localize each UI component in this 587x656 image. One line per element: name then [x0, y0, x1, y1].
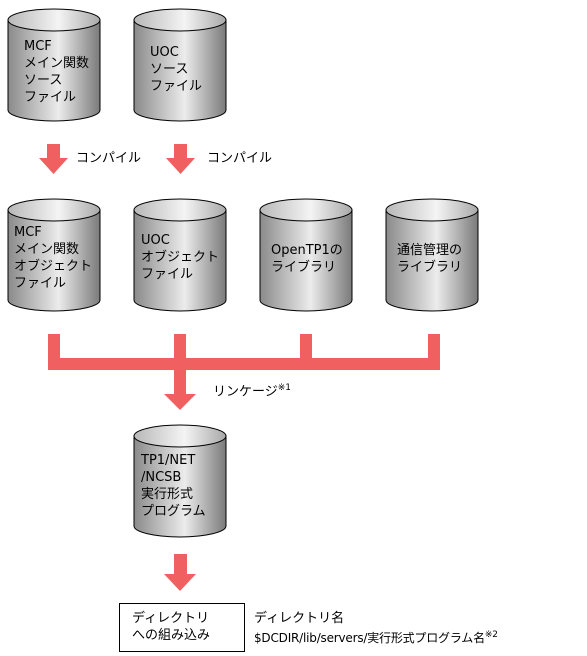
text-line: ファイル	[24, 90, 77, 105]
install-line-2: への組み込み	[132, 628, 211, 643]
mcf-object-label: MCF メイン関数 オブジェクト ファイル	[14, 224, 92, 292]
comm-library-label: 通信管理の ライブラリ	[397, 242, 462, 276]
uoc-source-label: UOC ソース ファイル	[150, 44, 202, 95]
linkage-note: ※1	[277, 383, 292, 393]
compile-arrow-1	[39, 144, 68, 174]
linkage-text: リンケージ	[213, 384, 278, 400]
text-line: プログラム	[141, 504, 206, 519]
text-line: ライブラリ	[271, 260, 337, 275]
linkage-connector	[48, 334, 440, 410]
text-line: 実行形式	[141, 487, 194, 502]
text-line: UOC	[141, 233, 170, 248]
cylinder-uoc-object	[133, 198, 227, 312]
cylinder-uoc-source	[133, 8, 227, 122]
text-line: オブジェクト	[141, 250, 220, 265]
text-line: ファイル	[141, 267, 194, 282]
cylinder-opentp1-library	[259, 198, 353, 312]
text-line: ファイル	[150, 79, 203, 94]
install-arrow	[164, 554, 196, 591]
mcf-source-label: MCF メイン関数 ソース ファイル	[24, 38, 89, 106]
text-line: メイン関数	[24, 56, 90, 71]
text-line: MCF	[14, 225, 42, 240]
dir-path-label: $DCDIR/lib/servers/実行形式プログラム名※2	[254, 627, 498, 647]
uoc-object-label: UOC オブジェクト ファイル	[141, 232, 219, 283]
install-line-1: ディレクトリ	[132, 611, 210, 626]
text-line: ソース	[24, 73, 63, 88]
text-line: 通信管理の	[397, 243, 463, 258]
executable-label: TP1/NET /NCSB 実行形式 プログラム	[141, 452, 206, 520]
install-box: ディレクトリ への組み込み	[119, 603, 245, 652]
text-line: OpenTP1の	[271, 243, 343, 258]
cylinder-mcf-source	[7, 8, 101, 122]
compile-label-1: コンパイル	[76, 151, 142, 166]
linkage-label: リンケージ※1	[213, 380, 291, 400]
text-line: TP1/NET	[141, 453, 196, 468]
cylinder-comm-library	[385, 198, 479, 312]
text-line: /NCSB	[141, 470, 182, 485]
text-line: MCF	[24, 39, 52, 54]
cylinder-executable	[133, 424, 227, 538]
dir-path-note: ※2	[484, 630, 498, 640]
compile-arrow-2	[166, 144, 195, 174]
text-line: メイン関数	[14, 242, 80, 257]
compile-label-2: コンパイル	[207, 151, 273, 166]
text-line: ファイル	[14, 276, 67, 291]
cylinder-mcf-object	[7, 198, 101, 312]
dir-name-label: ディレクトリ名	[254, 611, 345, 626]
text-line: ソース	[150, 62, 189, 77]
text-line: ライブラリ	[397, 260, 463, 275]
dir-path-text: $DCDIR/lib/servers/実行形式プログラム名	[254, 631, 485, 645]
text-line: オブジェクト	[14, 259, 93, 274]
opentp1-library-label: OpenTP1の ライブラリ	[271, 242, 343, 276]
text-line: UOC	[150, 45, 179, 60]
